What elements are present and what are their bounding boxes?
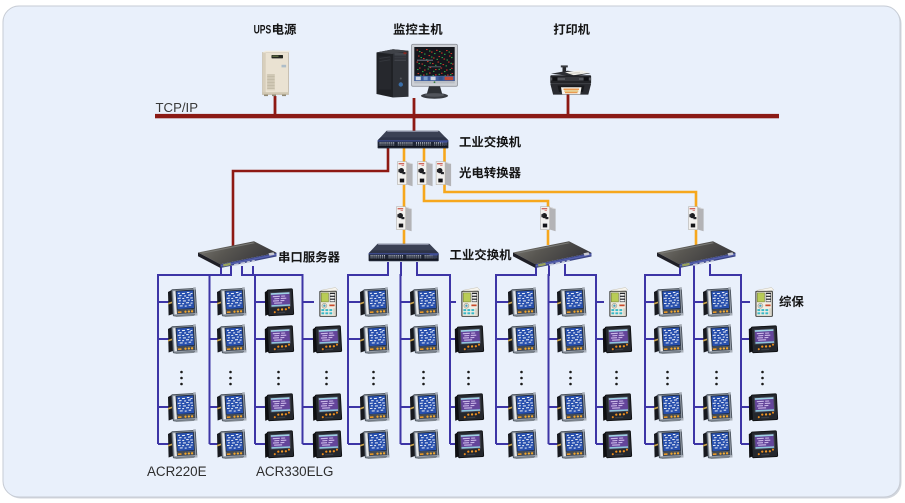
svg-text:UPS: UPS	[254, 24, 272, 36]
svg-text:ACR330ELG: ACR330ELG	[256, 464, 333, 479]
svg-text:TCP/IP: TCP/IP	[156, 100, 199, 115]
svg-text:ACR220E: ACR220E	[147, 464, 207, 479]
